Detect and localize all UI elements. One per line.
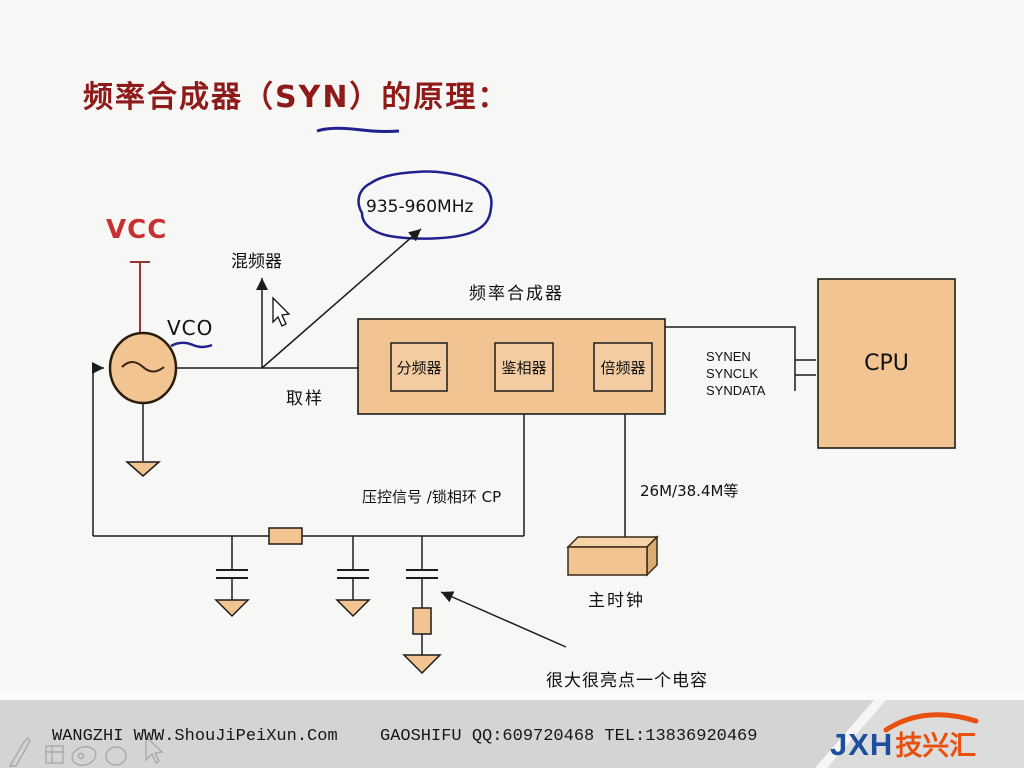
vco-label: VCO	[167, 316, 214, 340]
jxh-logo: JXH 技兴汇	[830, 724, 976, 763]
footer-website-text: WANGZHI WWW.ShouJiPeiXun.Com	[52, 727, 338, 746]
logo-cn-text: 技兴汇	[895, 731, 977, 762]
sampling-label: 取样	[286, 389, 324, 409]
vcc-label: VCC	[106, 215, 168, 245]
phase-detector-label: 鉴相器	[501, 358, 547, 377]
main-clock-label: 主时钟	[588, 591, 645, 611]
slide-bottom-edge	[0, 690, 1024, 700]
syndata-label: SYNDATA	[706, 383, 766, 398]
multiplier-label: 倍频器	[600, 358, 646, 377]
cpu-label: CPU	[864, 351, 909, 376]
footer-contact-text: GAOSHIFU QQ:609720468 TEL:13836920469	[380, 727, 758, 746]
capacitor-note-label: 很大很亮点一个电容	[546, 671, 708, 691]
synthesizer-label: 频率合成器	[469, 284, 564, 304]
slide-title: 频率合成器（SYN）的原理：	[83, 80, 510, 115]
freq-range-label: 935-960MHz	[366, 197, 474, 217]
divider-label: 分频器	[396, 358, 442, 377]
logo-latin-text: JXH	[830, 727, 894, 762]
syn-signal-labels: SYNEN SYNCLK SYNDATA	[706, 348, 765, 399]
clock-frequency-label: 26M/38.4M等	[640, 482, 739, 500]
mixer-label: 混频器	[231, 252, 282, 272]
synclk-label: SYNCLK	[706, 366, 759, 381]
synen-label: SYNEN	[706, 349, 751, 364]
voltage-control-label: 压控信号 /锁相环 CP	[362, 488, 502, 506]
